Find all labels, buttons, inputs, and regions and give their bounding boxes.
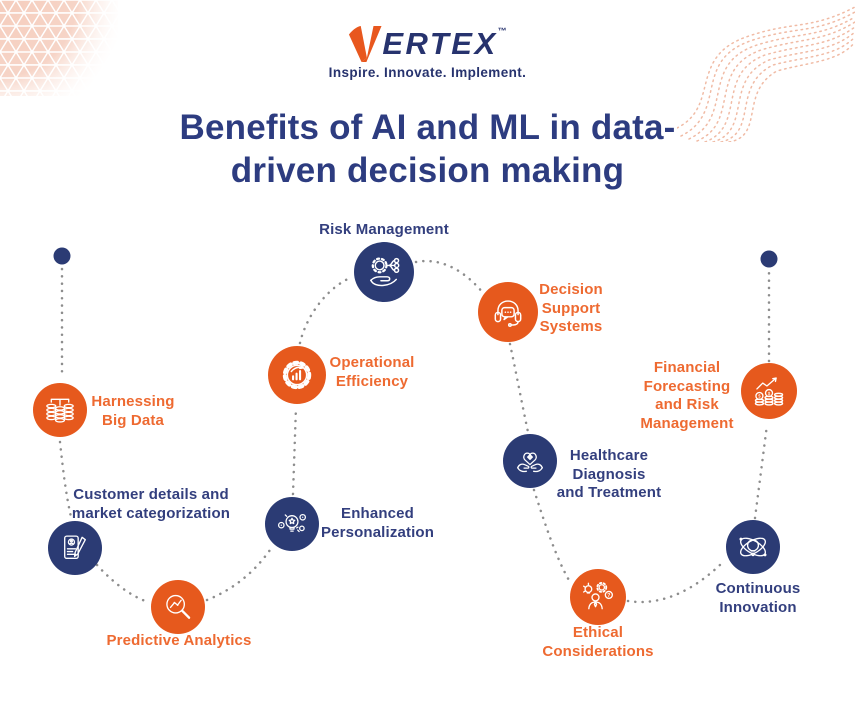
node-label-operational-efficiency: Operational Efficiency — [329, 354, 415, 390]
coins-growth-icon: $ $ — [754, 377, 784, 406]
logo-wordmark: ERTEX — [382, 26, 498, 61]
node-predictive-analytics — [151, 580, 205, 634]
node-label-enhanced-personalization: Enhanced Personalization — [320, 505, 435, 541]
node-label-harnessing-big-data: Harnessing Big Data — [91, 393, 175, 429]
gear-chart-icon — [282, 360, 312, 390]
node-label-continuous-innovation: Continuous Innovation — [715, 580, 801, 616]
svg-text:$: $ — [768, 391, 771, 396]
personalization-bulb-icon — [277, 513, 307, 533]
person-ethics-icon: ? — [583, 581, 613, 610]
node-label-decision-support-systems: Decision Support Systems — [539, 281, 603, 335]
node-operational-efficiency — [268, 346, 326, 404]
magnifier-trend-icon — [166, 594, 191, 619]
node-decision-support-systems — [478, 282, 538, 342]
svg-text:?: ? — [607, 593, 610, 599]
document-pencil-icon — [64, 535, 86, 559]
svg-text:$: $ — [758, 394, 761, 399]
node-label-ethical-considerations: Ethical Considerations — [542, 624, 654, 660]
logo-trademark: ™ — [497, 26, 507, 36]
node-harnessing-big-data — [33, 383, 87, 437]
node-label-healthcare-diagnosis: Healthcare Diagnosis and Treatment — [556, 447, 662, 501]
node-ethical-considerations: ? — [570, 569, 626, 625]
node-enhanced-personalization — [265, 497, 319, 551]
node-financial-forecasting: $ $ — [741, 363, 797, 419]
hand-gear-network-icon — [370, 257, 400, 287]
timeline-end-dot — [760, 250, 778, 268]
node-healthcare-diagnosis — [503, 434, 557, 488]
node-label-financial-forecasting: Financial Forecasting and Risk Managemen… — [640, 359, 734, 432]
node-continuous-innovation — [726, 520, 780, 574]
node-label-customer-details: Customer details and market categorizati… — [71, 486, 231, 522]
infographic-title: Benefits of AI and ML in data- driven de… — [179, 108, 676, 190]
hands-heart-icon — [517, 452, 543, 473]
logo-v-icon — [349, 26, 382, 62]
bulb-orbit-icon — [739, 537, 767, 557]
node-risk-management — [354, 242, 414, 302]
vertex-logo: ERTEX ™ Inspire. Innovate. Implement. — [0, 24, 855, 80]
node-label-predictive-analytics: Predictive Analytics — [106, 632, 252, 649]
node-label-risk-management: Risk Management — [319, 221, 449, 238]
node-customer-details — [48, 521, 102, 575]
database-stack-icon — [46, 398, 74, 423]
headset-chat-icon — [494, 300, 522, 327]
timeline-start-dot — [53, 247, 71, 265]
logo-tagline: Inspire. Innovate. Implement. — [328, 65, 527, 80]
